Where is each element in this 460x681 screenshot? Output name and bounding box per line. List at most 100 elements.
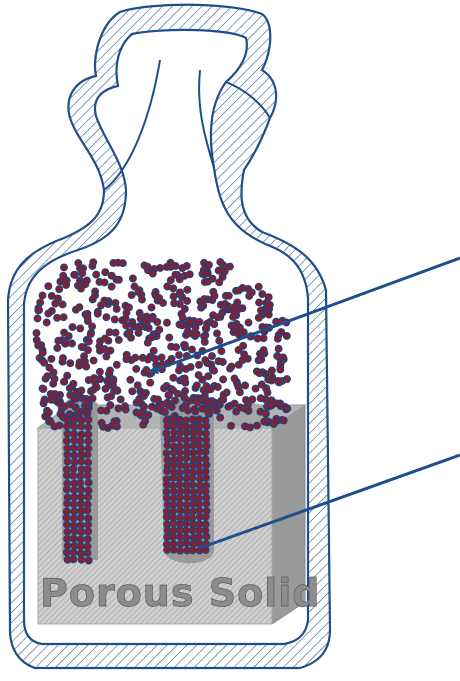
particle (263, 386, 270, 393)
particle (92, 292, 99, 299)
particle (189, 515, 196, 522)
particle (148, 304, 155, 311)
particle (93, 271, 100, 278)
particle (186, 271, 193, 278)
particle (183, 540, 190, 547)
particle (84, 451, 91, 458)
particle (64, 445, 71, 452)
particle (269, 367, 276, 374)
particle (64, 543, 71, 550)
particle (44, 373, 51, 380)
particle (237, 389, 244, 396)
particle (40, 349, 47, 356)
particle (164, 547, 171, 554)
particle (183, 430, 190, 437)
particle (258, 356, 265, 363)
particle (135, 324, 142, 331)
particle (64, 416, 71, 423)
particle (71, 494, 78, 501)
particle (176, 475, 183, 482)
particle (123, 352, 130, 359)
particle (49, 293, 56, 300)
particle (249, 289, 256, 296)
particle (71, 452, 78, 459)
particle (84, 314, 91, 321)
particle (231, 325, 238, 332)
particle (108, 283, 115, 290)
particle (183, 417, 190, 424)
particle (116, 277, 123, 284)
particle (257, 395, 264, 402)
particle (187, 319, 194, 326)
particle (163, 264, 170, 271)
particle (189, 482, 196, 489)
particle (71, 272, 78, 279)
particle (85, 347, 92, 354)
particle (85, 528, 92, 535)
particle (154, 319, 161, 326)
particle (196, 429, 203, 436)
particle (161, 385, 168, 392)
particle (50, 380, 57, 387)
particle (114, 387, 121, 394)
particle (184, 488, 191, 495)
particle (70, 556, 77, 563)
particle (64, 372, 71, 379)
particle (243, 397, 250, 404)
particle (256, 299, 263, 306)
particle (158, 354, 165, 361)
particle (78, 487, 85, 494)
particle (164, 442, 171, 449)
particle (164, 495, 171, 502)
particle (192, 324, 199, 331)
particle (33, 337, 40, 344)
particle (172, 397, 179, 404)
particle (107, 367, 114, 374)
particle (129, 388, 136, 395)
particle (196, 362, 203, 369)
particle (170, 475, 177, 482)
particle (63, 514, 70, 521)
particle (69, 324, 76, 331)
particle (260, 347, 267, 354)
particle (185, 407, 192, 414)
particle (64, 549, 71, 556)
particle (249, 396, 256, 403)
particle (56, 286, 63, 293)
particle (77, 473, 84, 480)
particle (182, 342, 189, 349)
particle (117, 396, 124, 403)
particle (57, 400, 64, 407)
particle (84, 543, 91, 550)
particle (40, 400, 47, 407)
particle (45, 310, 52, 317)
particle (172, 263, 179, 270)
particle (111, 316, 118, 323)
particle (241, 351, 248, 358)
particle (85, 424, 92, 431)
particle (190, 508, 197, 515)
particle (254, 422, 261, 429)
particle (273, 400, 280, 407)
particle (261, 418, 268, 425)
particle (184, 502, 191, 509)
particle (184, 508, 191, 515)
particle (64, 431, 71, 438)
particle (84, 550, 91, 557)
particle (259, 291, 266, 298)
particle (85, 515, 92, 522)
particle (202, 521, 209, 528)
particle (202, 339, 209, 346)
particle (46, 409, 53, 416)
particle (71, 487, 78, 494)
particle (254, 368, 261, 375)
particle (204, 398, 211, 405)
particle (205, 270, 212, 277)
particle (64, 536, 71, 543)
particle (128, 292, 135, 299)
particle (164, 468, 171, 475)
particle (184, 263, 191, 270)
particle (284, 376, 291, 383)
particle (84, 472, 91, 479)
particle (240, 343, 247, 350)
